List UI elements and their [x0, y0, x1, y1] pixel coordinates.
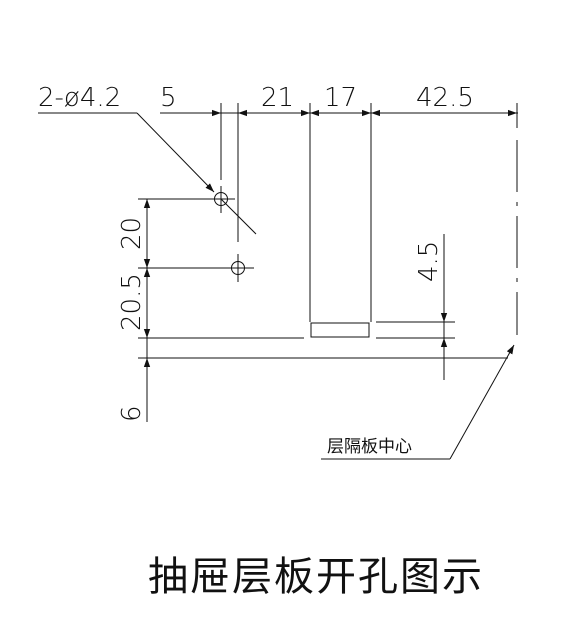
center-callout-leader	[449, 344, 515, 460]
dim-label-5: 5	[160, 83, 177, 113]
dim-label-42-5: 42.5	[416, 83, 474, 113]
dim-label-21: 21	[261, 83, 294, 113]
hole-callout-leader	[136, 112, 215, 193]
dim-label-20-5: 20.5	[117, 273, 147, 331]
hole-leader-extension	[220, 198, 257, 235]
drawing-title: 抽屉层板开孔图示	[148, 554, 484, 600]
dim-label-17: 17	[324, 83, 357, 113]
center-callout-label: 层隔板中心	[327, 437, 412, 457]
dim-label-20: 20	[117, 217, 147, 250]
slot-rectangle	[310, 322, 370, 338]
hole-callout-label: 2-ø4.2	[38, 83, 121, 113]
dim-label-6: 6	[117, 405, 147, 422]
dim-label-4-5: 4.5	[414, 241, 444, 282]
